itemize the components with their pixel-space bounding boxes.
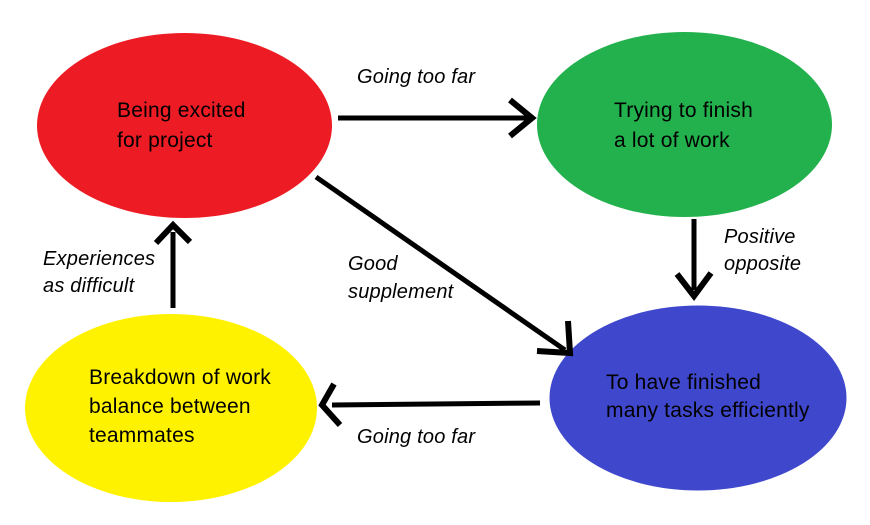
node-finished-tasks-label: To have finished many tasks efficiently [606, 371, 810, 422]
edge-label-experiences-as-difficult: Experiences as difficult [43, 248, 156, 297]
edge-label-good-supplement: Good supplement [348, 253, 454, 303]
node-trying-to-finish-ellipse [537, 32, 832, 217]
node-breakdown-label: Breakdown of work balance between teamma… [89, 366, 271, 447]
edge-label-going-too-far-bottom: Going too far [357, 426, 476, 448]
node-being-excited-label: Being excited for project [117, 99, 246, 152]
edge-label-going-too-far-top: Going too far [357, 66, 476, 88]
node-trying-to-finish-label: Trying to finish a lot of work [614, 99, 753, 152]
arrow-breakdown-to-excited [153, 220, 193, 308]
arrow-excited-to-trying [338, 97, 537, 139]
arrow-trying-to-finished [674, 219, 714, 301]
node-finished-tasks-ellipse [549, 305, 847, 491]
edge-label-positive-opposite: Positive opposite [724, 226, 802, 275]
node-being-excited-ellipse [37, 33, 332, 218]
arrow-finished-to-breakdown [318, 382, 541, 428]
arrow-excited-to-finished [314, 174, 574, 357]
node-breakdown-ellipse [25, 314, 317, 502]
